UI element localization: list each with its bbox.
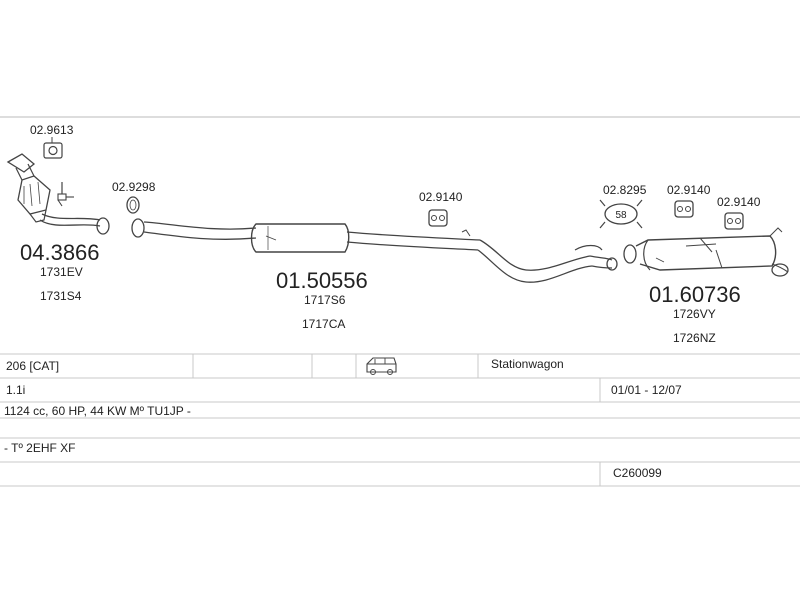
sealing-ring-icon xyxy=(126,196,140,214)
clamp-size-label: 58 xyxy=(615,210,627,221)
part-code-clamp: 02.8295 xyxy=(603,183,647,197)
body-type-cell: Stationwagon xyxy=(491,357,564,371)
station-wagon-icon xyxy=(366,357,397,375)
engine-code-cell: - Tº 2EHF XF xyxy=(4,441,76,455)
section-number-front: 04.3866 xyxy=(20,240,100,265)
specs-cell: 1124 cc, 60 HP, 44 KW Mº TU1JP - xyxy=(4,404,191,418)
engine-cell: 1.1i xyxy=(6,383,25,397)
section-ref-front-2: 1731S4 xyxy=(40,289,82,303)
section-ref-rear-1: 1726VY xyxy=(673,307,716,321)
gasket-icon xyxy=(43,142,63,159)
section-ref-front-1: 1731EV xyxy=(40,265,83,279)
period-cell: 01/01 - 12/07 xyxy=(611,383,682,397)
part-code-ring: 02.9298 xyxy=(112,180,156,194)
section-number-rear: 01.60736 xyxy=(649,282,741,307)
exhaust-clamp-icon: 58 xyxy=(599,199,643,229)
rubber-hanger-icon xyxy=(724,212,744,230)
centre-silencer xyxy=(131,218,618,283)
section-ref-centre-2: 1717CA xyxy=(302,317,345,331)
lambda-sensor-icon xyxy=(57,182,74,207)
section-number-centre: 01.50556 xyxy=(276,268,368,293)
rear-silencer xyxy=(623,227,789,277)
section-ref-centre-1: 1717S6 xyxy=(304,293,346,307)
part-code-hanger-2: 02.9140 xyxy=(667,183,711,197)
catalytic-converter xyxy=(6,153,110,235)
model-cell: 206 [CAT] xyxy=(6,359,59,373)
part-code-gasket-1: 02.9613 xyxy=(30,123,74,137)
rubber-hanger-icon xyxy=(674,200,694,218)
section-ref-rear-2: 1726NZ xyxy=(673,331,716,345)
vehicle-info-table xyxy=(0,353,800,487)
part-code-hanger-1: 02.9140 xyxy=(419,190,463,204)
rubber-hanger-icon xyxy=(428,209,448,227)
part-code-hanger-3: 02.9140 xyxy=(717,195,761,209)
catalog-number-cell: C260099 xyxy=(613,466,662,480)
